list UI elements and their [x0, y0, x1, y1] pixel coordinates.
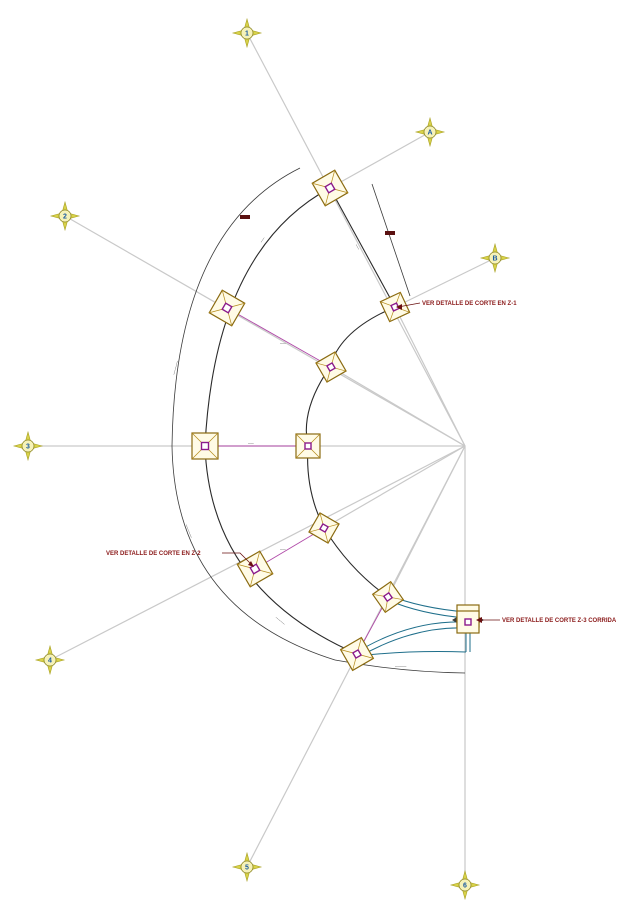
footing-z3	[456, 610, 480, 634]
column	[200, 441, 210, 451]
dim-annotation: ─────	[171, 360, 180, 376]
leader-z2	[222, 552, 253, 566]
footing-z1	[191, 432, 219, 460]
grid-marker-6: 6	[449, 869, 481, 901]
strip-beams	[356, 594, 471, 659]
grid-marker-5: 5	[231, 851, 263, 883]
grid-circle	[458, 878, 472, 892]
footing-z1	[339, 636, 375, 672]
grid-axes	[28, 32, 496, 885]
note-z2-group: VER DETALLE DE CORTE EN Z-2	[106, 551, 254, 567]
section-arrowhead	[452, 617, 457, 623]
footing-z1	[311, 169, 349, 207]
footing-z2	[236, 550, 274, 588]
axis-diag-inner	[330, 366, 466, 447]
footing-z1	[379, 291, 411, 323]
dim-annotation: ────	[394, 664, 407, 669]
grid-circle	[423, 125, 437, 139]
column	[304, 442, 312, 450]
column	[324, 182, 336, 194]
column	[382, 591, 394, 603]
footing-z1	[308, 512, 340, 544]
top-dimension-line	[371, 183, 411, 297]
note-z1-group: VER DETALLE DE CORTE EN Z-1	[396, 301, 517, 310]
grid-label: B	[492, 256, 497, 263]
grid-label: A	[427, 130, 432, 137]
grid-label: 1	[245, 31, 249, 38]
outer-arc-beam	[204, 187, 358, 655]
strip-beam-lower	[356, 621, 467, 653]
outer-dimension-arc	[171, 167, 336, 661]
dim-annotation: ────	[274, 614, 287, 626]
leader-arrowhead	[396, 304, 402, 310]
grid-label: 2	[63, 214, 67, 221]
axis-a	[329, 131, 431, 189]
footing-z1	[208, 289, 246, 327]
footing-z1	[371, 580, 405, 614]
axis-diag-upper	[394, 306, 466, 447]
grid-circle	[488, 251, 502, 265]
note-z3: VER DETALLE DE CORTE Z-3 CORRIDA	[502, 618, 617, 624]
tie-beam	[226, 307, 332, 368]
note-z2: VER DETALLE DE CORTE EN Z-2	[106, 551, 201, 557]
grid-circle	[58, 209, 72, 223]
footing-z1	[315, 351, 347, 383]
grid-marker-b: B	[479, 242, 511, 274]
axis-1	[246, 32, 466, 447]
grid-marker-3: 3	[12, 430, 44, 462]
axis-2	[64, 215, 466, 447]
grid-circle	[43, 653, 57, 667]
leader-arrowhead	[248, 561, 254, 567]
column	[351, 648, 363, 660]
dim-annotation: ─────	[184, 523, 194, 539]
footings	[191, 169, 480, 672]
dim-annotation: ──	[279, 547, 286, 552]
dim-annotation: ──	[258, 236, 266, 244]
grid-circle	[240, 26, 254, 40]
grid-label: 4	[48, 658, 52, 665]
grid-marker-1: 1	[231, 17, 263, 49]
axis-b	[394, 257, 496, 308]
grid-marker-2: 2	[49, 200, 81, 232]
grid-marker-a: A	[414, 116, 446, 148]
dimension-mark	[240, 215, 250, 219]
axis-diag-lower-mid	[387, 445, 466, 598]
grid-label: 5	[245, 865, 249, 872]
grid-label: 6	[463, 883, 467, 890]
column	[221, 302, 233, 314]
grid-circle	[21, 439, 35, 453]
grid-label: 3	[26, 444, 30, 451]
grid-markers: 1 A 2 B 3 4 5	[12, 17, 511, 901]
note-z1: VER DETALLE DE CORTE EN Z-1	[422, 301, 517, 307]
leader-arrowhead	[476, 617, 482, 623]
footing-z1	[295, 433, 321, 459]
grid-marker-4: 4	[34, 644, 66, 676]
dimension-mark	[385, 231, 395, 235]
column	[390, 302, 400, 312]
dim-annotation: ──	[354, 242, 362, 250]
dimension-annotations: ── ── ───── ───── ──── ──── ── ── ──	[171, 236, 407, 669]
column	[318, 522, 330, 534]
grid-circle	[240, 860, 254, 874]
column	[325, 361, 337, 373]
note-z3-group: VER DETALLE DE CORTE Z-3 CORRIDA	[476, 617, 617, 624]
right-link-a	[329, 187, 396, 308]
strip-beam-bottom	[356, 651, 467, 657]
axis-diag-lower-inner	[323, 445, 466, 529]
dim-annotation: ──	[279, 341, 286, 346]
column	[464, 618, 472, 626]
dim-annotation: ──	[247, 441, 254, 446]
